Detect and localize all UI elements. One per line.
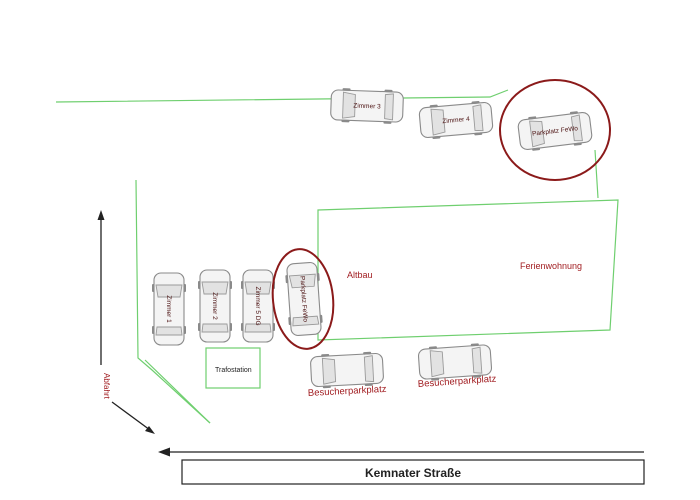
- trafostation-label: Trafostation: [215, 367, 252, 374]
- car-parkplatz-fewo-top: Parkplatz FeWo: [516, 109, 594, 153]
- abfahrt-arrow: [97, 210, 155, 434]
- car-zimmer-3: Zimmer 3: [329, 87, 405, 125]
- car-zimmer-4: Zimmer 4: [418, 99, 494, 141]
- car-zimmer-5-dg-label: Zimmer 5 DG: [254, 287, 261, 326]
- street-arrow: [158, 447, 644, 457]
- ferienwohnung-label: Ferienwohnung: [520, 261, 582, 271]
- trafostation-box: [205, 347, 261, 389]
- visitor-parking-label-2: Besucherparkplatz: [417, 374, 497, 390]
- car-visitor-1: [309, 350, 385, 390]
- highlight-fewo-top: [499, 79, 611, 181]
- visitor-parking-label-1: Besucherparkplatz: [308, 384, 387, 399]
- altbau-label: Altbau: [347, 270, 373, 280]
- car-zimmer-3-label: Zimmer 3: [353, 103, 381, 111]
- car-zimmer-4-label: Zimmer 4: [442, 116, 470, 125]
- property-boundary: [55, 89, 599, 424]
- car-zimmer-2: Zimmer 2: [197, 269, 233, 343]
- street-box: [181, 459, 645, 485]
- highlight-fewo-side: [271, 248, 335, 350]
- car-zimmer-2-label: Zimmer 2: [211, 292, 218, 320]
- car-zimmer-1: Zimmer 1: [151, 272, 187, 346]
- car-zimmer-1-label: Zimmer 1: [165, 295, 172, 323]
- car-parkplatz-fewo-side-label: Parkplatz FeWo: [298, 276, 308, 323]
- abfahrt-label: Abfahrt: [102, 373, 111, 400]
- street-name: Kemnater Straße: [365, 466, 461, 480]
- car-zimmer-5-dg: Zimmer 5 DG: [240, 269, 276, 343]
- car-parkplatz-fewo-side: Parkplatz FeWo: [283, 261, 325, 337]
